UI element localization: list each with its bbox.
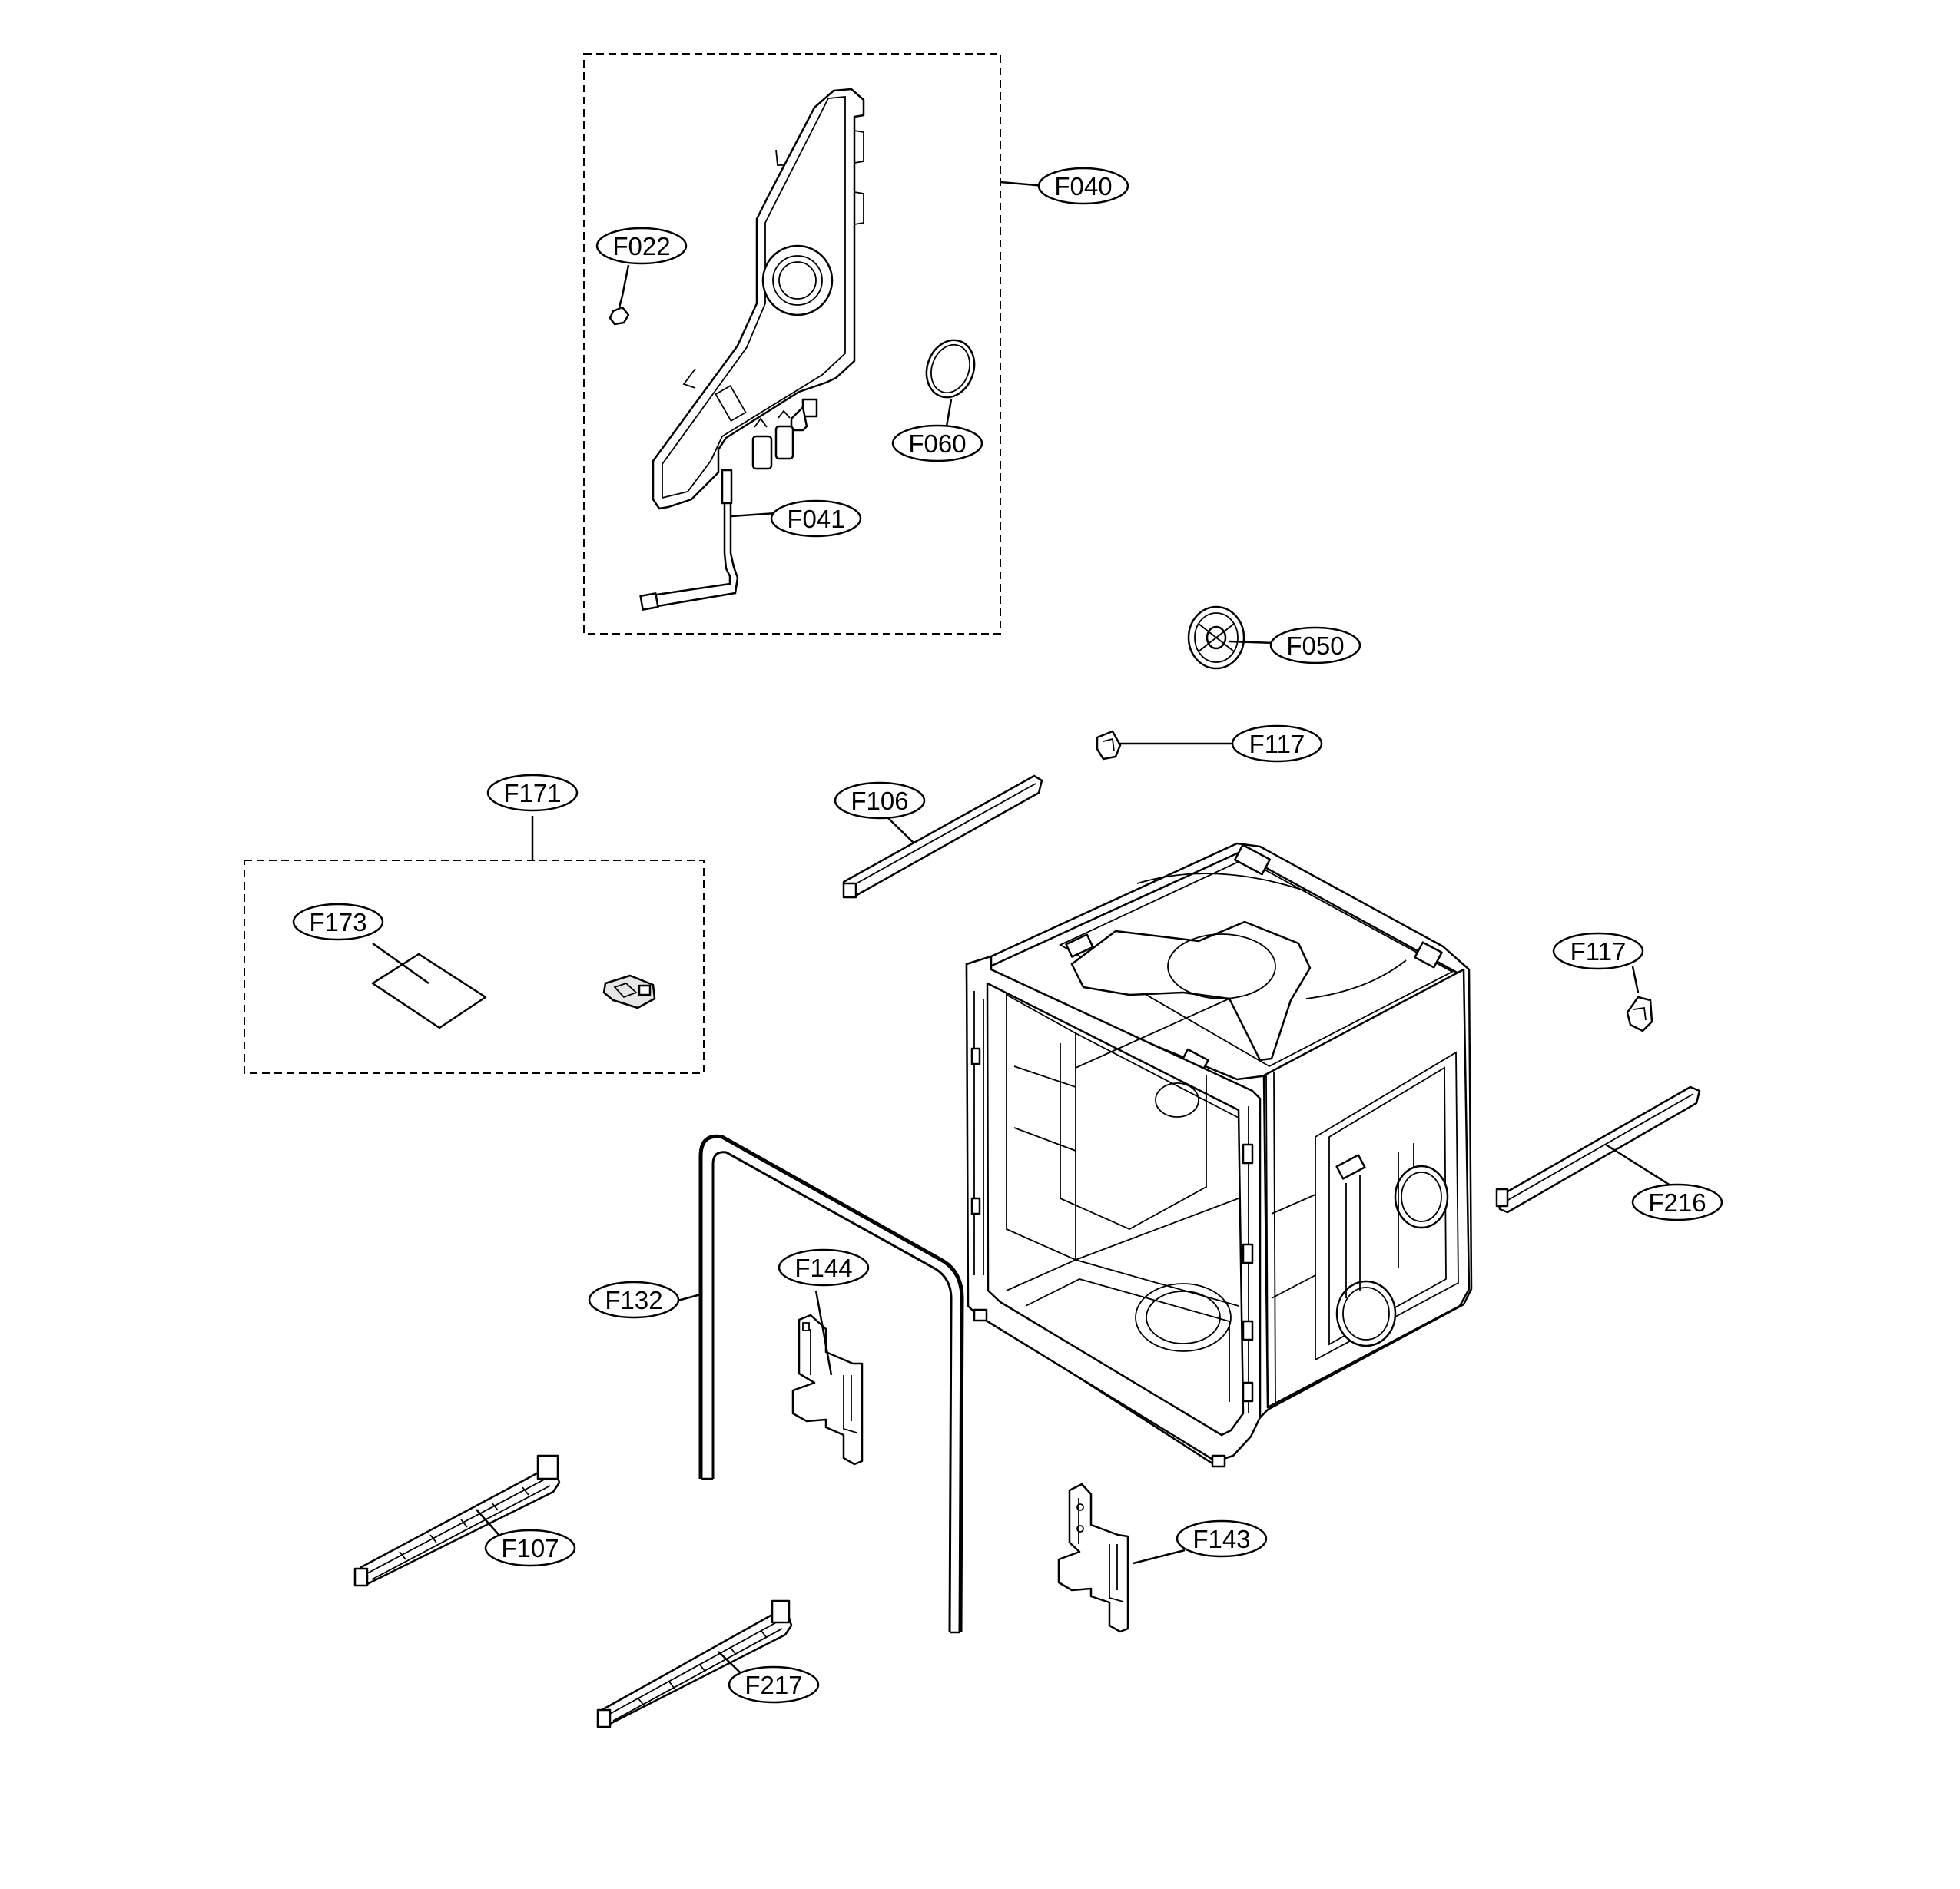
- callout-bubble: [1176, 1519, 1268, 1558]
- group-box-f171: [244, 860, 705, 1074]
- rail-part-f106: [842, 774, 1043, 899]
- callout-f060: F060: [891, 424, 983, 462]
- hose-part-f041: [639, 469, 739, 611]
- leader-lines: [372, 181, 1683, 1687]
- callout-bubble: [292, 903, 384, 941]
- callout-bubble: [834, 781, 926, 820]
- callout-label: F106: [851, 787, 908, 815]
- connector-part-f171: [602, 974, 656, 1009]
- callout-f107: F107: [484, 1529, 576, 1567]
- callout-f040: F040: [1037, 167, 1129, 205]
- callout-label: F144: [794, 1254, 852, 1282]
- callout-f117-right: F117: [1552, 932, 1644, 970]
- callout-bubble: [1269, 626, 1361, 664]
- callout-bubble: [595, 227, 688, 265]
- dishwasher-tub: [965, 842, 1473, 1468]
- callout-label: F050: [1286, 631, 1344, 660]
- callout-bubble: [891, 424, 983, 462]
- callout-bubble: [1037, 167, 1129, 205]
- callout-bubble: [1552, 932, 1644, 970]
- callout-label: F060: [908, 429, 966, 458]
- wheel-part-f050: [1187, 605, 1245, 670]
- clip-part-f117-right: [1626, 996, 1653, 1032]
- callout-f132: F132: [588, 1281, 680, 1319]
- callout-bubble: [588, 1281, 680, 1319]
- callout-label: F107: [501, 1534, 559, 1563]
- callout-f171: F171: [486, 774, 579, 812]
- callout-f106: F106: [834, 781, 926, 820]
- screw-part-f022: [609, 295, 630, 326]
- callout-label: F217: [745, 1671, 802, 1699]
- callout-f050: F050: [1269, 626, 1361, 664]
- callout-label: F171: [503, 779, 561, 807]
- callout-bubble: [728, 1665, 820, 1704]
- callout-label: F040: [1054, 172, 1112, 200]
- rack-rail-part-f217: [596, 1599, 793, 1728]
- label-sheet-part-f173: [371, 953, 487, 1029]
- callout-bubble: [778, 1248, 870, 1287]
- callout-label: F117: [1570, 937, 1627, 966]
- callout-f041: F041: [770, 499, 862, 538]
- rail-part-f216: [1495, 1085, 1701, 1214]
- manifold-panel-part: [652, 88, 865, 510]
- callout-f217: F217: [728, 1665, 820, 1704]
- callout-label: F117: [1249, 730, 1305, 758]
- clip-part-f117-top: [1096, 730, 1122, 761]
- callout-label: F216: [1648, 1188, 1706, 1217]
- gasket-part-f132: [698, 1134, 964, 1634]
- callout-bubble: [486, 774, 579, 812]
- group-box-f040: [583, 53, 1001, 635]
- oring-part-f060: [925, 339, 976, 399]
- callout-f144: F144: [778, 1248, 870, 1287]
- callout-f173: F173: [292, 903, 384, 941]
- callout-bubble: [1231, 724, 1323, 763]
- callout-bubble: [484, 1529, 576, 1567]
- callout-bubble: [770, 499, 862, 538]
- hinge-bracket-part-f144: [791, 1314, 864, 1466]
- callout-label: F022: [612, 232, 670, 260]
- callout-bubble: [1631, 1183, 1723, 1221]
- callout-f216: F216: [1631, 1183, 1723, 1221]
- rack-rail-part-f107: [353, 1454, 561, 1587]
- callout-f143: F143: [1176, 1519, 1268, 1558]
- callout-f022: F022: [595, 227, 688, 265]
- hinge-bracket-part-f143: [1057, 1483, 1129, 1633]
- callout-label: F132: [605, 1286, 662, 1314]
- callout-label: F041: [787, 505, 844, 533]
- callout-label: F173: [309, 908, 366, 936]
- callout-f117-top: F117: [1231, 724, 1323, 763]
- callout-label: F143: [1192, 1525, 1250, 1553]
